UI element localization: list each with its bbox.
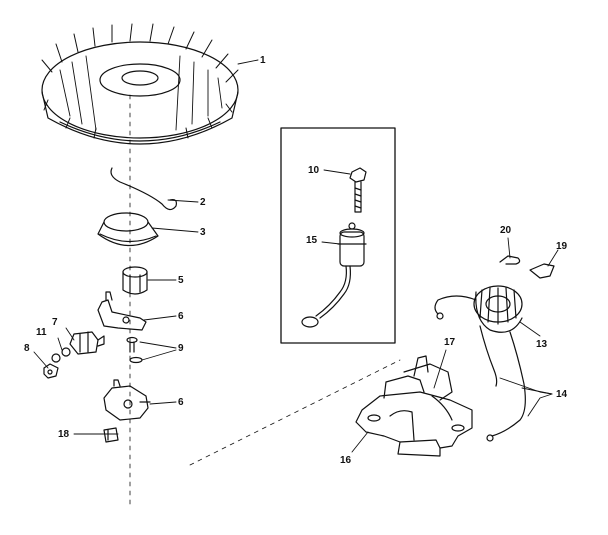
terminal-assembly-part [43,331,105,379]
label-part-11: 11 [36,327,47,338]
label-part-1: 1 [260,55,266,66]
assembly-guide-line [189,359,401,466]
spring-clip-part [110,167,177,211]
tab-clip-part [529,263,555,279]
cover-cup-part [97,212,159,247]
label-part-15: 15 [306,235,318,246]
label-part-8: 8 [24,343,30,354]
clip-part [103,427,119,443]
label-part-18: 18 [58,429,70,440]
flywheel-part [41,23,239,145]
bolt-part [349,167,367,213]
breaker-plate-part [103,379,151,421]
label-part-19: 19 [556,241,568,252]
label-part-2: 2 [200,197,206,208]
label-part-6-lower: 6 [178,397,184,408]
label-part-9: 9 [178,343,184,354]
coil-bracket-part [355,355,473,457]
breaker-arm-part [97,291,147,331]
label-part-10: 10 [308,165,320,176]
inset-box [280,127,396,344]
label-part-7: 7 [52,317,58,328]
label-part-14: 14 [556,389,568,400]
ignition-coil-part [434,285,526,442]
screws-part [126,336,143,364]
label-part-20: 20 [500,225,512,236]
label-part-3: 3 [200,227,206,238]
cam-bushing-part [122,266,148,295]
label-part-17: 17 [444,337,456,348]
label-part-6-upper: 6 [178,311,184,322]
label-part-13: 13 [536,339,548,350]
condenser-part [301,222,367,328]
label-part-16: 16 [340,455,352,466]
leader-lines [33,59,559,453]
label-part-5: 5 [178,275,184,286]
wire-clip-part [499,255,521,265]
